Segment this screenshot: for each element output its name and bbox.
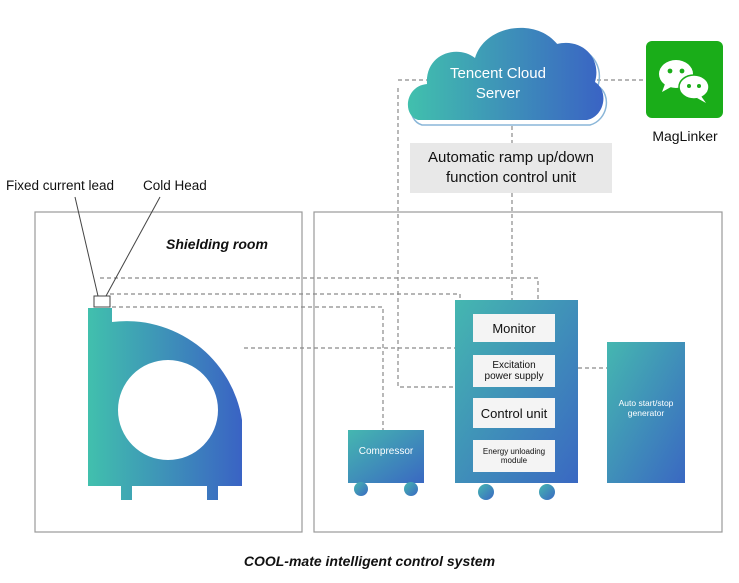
shielding-room-frame	[34, 211, 303, 533]
auto-generator	[607, 342, 685, 483]
cloud-server-label: Tencent Cloud Server	[440, 64, 556, 104]
ramp-control-unit: Automatic ramp up/down function control …	[410, 143, 612, 193]
magnet-pointers	[74, 196, 161, 308]
cloud-label-line: Tencent Cloud Server	[450, 65, 546, 102]
excitation-power-panel: Excitation power supply	[473, 355, 555, 387]
compressor-label: Compressor	[358, 446, 414, 457]
cloud-server	[407, 27, 608, 126]
shielding-room-label: Shielding room	[166, 236, 268, 252]
diagram-caption: COOL-mate intelligent control system	[243, 553, 496, 569]
wechat-icon	[646, 41, 723, 118]
monitor-panel: Monitor	[473, 314, 555, 342]
app-name-label: MagLinker	[652, 128, 718, 144]
energy-unloading-panel: Energy unloading module	[473, 440, 555, 472]
ramp-control-label: Automatic ramp up/down function control …	[428, 149, 594, 186]
compressor	[348, 430, 424, 496]
control-area-frame	[313, 211, 723, 533]
cold-head-label: Cold Head	[143, 178, 207, 193]
magnet-ring	[88, 308, 242, 500]
generator-label: Auto start/stop generator	[618, 398, 674, 418]
control-unit-panel: Control unit	[473, 398, 555, 428]
fixed-current-lead-label: Fixed current lead	[6, 178, 115, 193]
